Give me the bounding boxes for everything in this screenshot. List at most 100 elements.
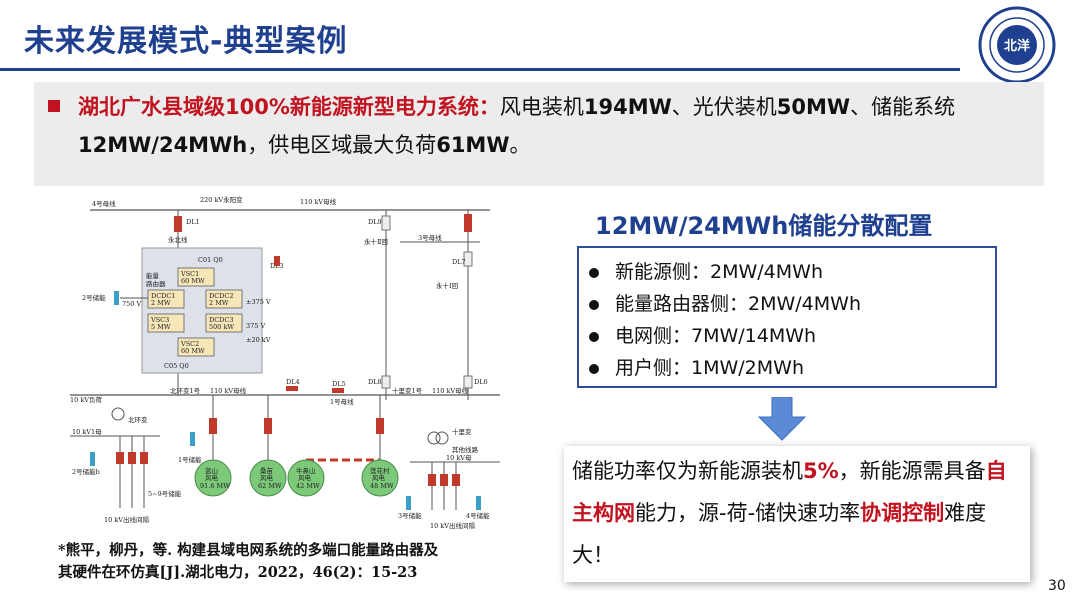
summary-part: 。 — [509, 133, 531, 157]
transformer-icon — [111, 407, 125, 421]
breaker-label: DL1 — [186, 218, 200, 226]
bus-label: 10 kV1母 — [72, 428, 102, 436]
breaker-icon — [264, 418, 272, 434]
generator-name: 风电 — [298, 473, 312, 482]
bus-label: 110 kV母线 — [432, 386, 469, 395]
bus-label: 4号母线 — [92, 199, 116, 208]
voltage-label: 750 V — [122, 300, 141, 308]
citation-line: *熊平，柳丹，等. 构建县域电网系统的多端口能量路由器及 — [58, 542, 439, 559]
summary-heading: 湖北广水县域级100%新能源新型电力系统： — [78, 95, 500, 119]
storage-label: 1号储能 — [178, 455, 202, 464]
bus-label: 220 kV永阳变 — [200, 195, 243, 204]
summary-value: 194MW — [583, 95, 672, 119]
converter-block — [147, 313, 185, 333]
breaker-icon — [140, 452, 148, 464]
breaker-label: DL5 — [332, 380, 346, 388]
battery-icon — [406, 496, 411, 510]
note-part: 储能功率仅为新能源装机 — [572, 459, 803, 483]
line-label: 10 kV出线间隔 — [430, 521, 475, 530]
converter-power: 2 MW — [209, 299, 229, 307]
breaker-icon — [428, 474, 436, 486]
bus-label: 110 kV母线 — [210, 386, 247, 395]
wind-farm-icon — [194, 459, 232, 497]
note-part: ，新能源需具备 — [838, 459, 986, 483]
list-item: 用户侧：1MW/2MWh — [589, 354, 804, 382]
breaker-label: DL7 — [452, 258, 466, 266]
router-label: 路由器 — [146, 279, 166, 288]
converter-name: DCDC1 — [151, 292, 176, 300]
list-item: 新能源侧：2MW/4MWh — [589, 258, 823, 286]
arrow-down-icon — [757, 397, 807, 441]
list-item-label: 新能源侧：2MW/4MWh — [615, 261, 823, 283]
breaker-icon — [463, 251, 473, 267]
conclusion-text: 储能功率仅为新能源装机5%，新能源需具备自主构网能力，源-荷-储快速功率协调控制… — [572, 450, 1024, 576]
transformer-label: 十里变 — [452, 427, 472, 436]
title-underline — [0, 68, 960, 71]
converter-name: VSC2 — [180, 340, 199, 348]
summary-part: 风电装机 — [499, 95, 584, 119]
generator-name: 蓝山 — [205, 466, 218, 475]
converter-power: 2 MW — [151, 299, 171, 307]
list-item-label: 能量路由器侧：2MW/4MWh — [615, 293, 861, 315]
note-highlight: 自主构网 — [572, 459, 1007, 525]
breaker-icon — [274, 256, 280, 266]
converter-name: DCDC3 — [209, 316, 234, 324]
node-label: C01 Q0 — [198, 256, 223, 264]
generator-name: 风电 — [205, 473, 219, 482]
list-item-label: 用户侧：1MW/2MWh — [615, 357, 804, 379]
bus-label: 北环变1号 — [170, 386, 201, 395]
list-item: 能量路由器侧：2MW/4MWh — [589, 290, 861, 318]
bus-label: 110 kV母线 — [300, 197, 337, 206]
voltage-label: ±375 V — [246, 298, 271, 306]
breaker-icon — [376, 418, 384, 434]
bus-label: 1号母线 — [330, 397, 354, 406]
breaker-icon — [381, 375, 391, 389]
load-label: 10 kV负荷 — [70, 395, 102, 404]
generator-name: 风电 — [372, 473, 386, 482]
line-label: 10 kV出线间隔 — [104, 515, 149, 524]
node-label: C05 Q0 — [164, 362, 189, 370]
router-label: 能量 — [146, 271, 160, 280]
battery-icon — [190, 432, 195, 446]
converter-block — [205, 313, 243, 333]
transformer-icon — [427, 431, 441, 445]
bullet-icon — [589, 363, 599, 374]
university-seal-icon: 北洋 — [978, 6, 1056, 84]
breaker-icon — [209, 418, 217, 434]
note-highlight: 5% — [803, 459, 839, 483]
converter-power: 5 MW — [151, 323, 171, 331]
bullet-icon — [589, 267, 599, 278]
breaker-label: DL9 — [368, 218, 382, 226]
storage-label: 2号储能 — [82, 293, 106, 302]
breaker-icon — [174, 216, 182, 232]
converter-power: 500 kW — [209, 323, 234, 331]
generator-power: 62 MW — [258, 482, 282, 490]
note-part: 能力，源-荷-储快速功率 — [635, 501, 861, 525]
line-label: 永十Ⅱ回 — [364, 237, 388, 246]
converter-block — [147, 289, 185, 309]
breaker-icon — [452, 474, 460, 486]
storage-label: 3号储能 — [398, 511, 422, 520]
breaker-icon — [464, 214, 472, 232]
battery-icon — [476, 496, 481, 510]
wind-farm-icon — [361, 459, 399, 497]
converter-power: 60 MW — [181, 277, 205, 285]
storage-label: 5~9号储能 — [148, 489, 182, 498]
breaker-label: DL6 — [474, 378, 488, 386]
note-highlight: 协调控制 — [860, 501, 945, 525]
generator-name: 风电 — [260, 473, 274, 482]
summary-value: 50MW — [776, 95, 851, 119]
storage-label: 2号储能b — [72, 467, 100, 476]
line-label: 其他线路 — [452, 445, 479, 454]
summary-value: 12MW/24MWh — [78, 133, 248, 157]
converter-name: VSC1 — [180, 270, 199, 278]
grid-topology-diagram: 4号母线 220 kV永阳变 110 kV母线 DL1 永北线 能量 路由器 C… — [70, 195, 500, 530]
bullet-icon — [589, 331, 599, 342]
generator-name: 莲花村 — [370, 466, 390, 475]
summary-part: 、光伏装机 — [671, 95, 777, 119]
converter-block — [177, 337, 215, 357]
list-item-label: 电网侧：7MW/14MWh — [615, 325, 817, 347]
wind-farm-icon — [249, 459, 287, 497]
storage-label: 4号储能 — [466, 511, 490, 520]
generator-name: 牛鼻山 — [296, 466, 316, 475]
